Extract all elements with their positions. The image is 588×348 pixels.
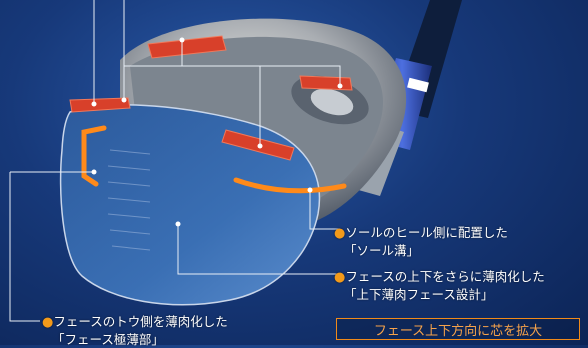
annotation-face-design-line2: 「上下薄肉フェース設計」 <box>344 287 494 302</box>
leader-lines <box>9 0 341 322</box>
thin-zone-top <box>147 35 227 59</box>
club-face <box>59 104 321 306</box>
annotation-face-design: ●フェースの上下をさらに薄肉化した 「上下薄肉フェース設計」 <box>334 268 545 303</box>
annotation-face-design-line1: フェースの上下をさらに薄肉化した <box>345 269 545 284</box>
leader-endpoints <box>91 37 343 227</box>
annotation-toe-thin-line2: 「フェース極薄部」 <box>52 332 164 347</box>
annotation-sole-groove-line2: 「ソール溝」 <box>344 243 420 258</box>
bullet-dot-icon: ● <box>334 270 346 285</box>
sweet-spot-callout-box: フェース上下方向に芯を拡大 <box>336 318 580 340</box>
thin-zone-face-top-left <box>69 97 131 113</box>
sole-groove-zone <box>233 177 347 194</box>
bullet-dot-icon: ● <box>42 315 54 330</box>
orange-zones <box>81 125 347 194</box>
annotation-toe-thin-line1: フェースのトウ側を薄肉化した <box>53 314 228 329</box>
sweet-spot-callout-text: フェース上下方向に芯を拡大 <box>373 323 543 339</box>
thin-zone-rear <box>299 75 353 91</box>
annotation-sole-groove: ●ソールのヒール側に配置した 「ソール溝」 <box>334 224 508 259</box>
bullet-dot-icon: ● <box>334 226 346 241</box>
annotation-sole-groove-line1: ソールのヒール側に配置した <box>345 225 508 240</box>
annotation-toe-thin: ●フェースのトウ側を薄肉化した 「フェース極薄部」 <box>42 313 228 348</box>
toe-thin-zone <box>81 125 107 187</box>
